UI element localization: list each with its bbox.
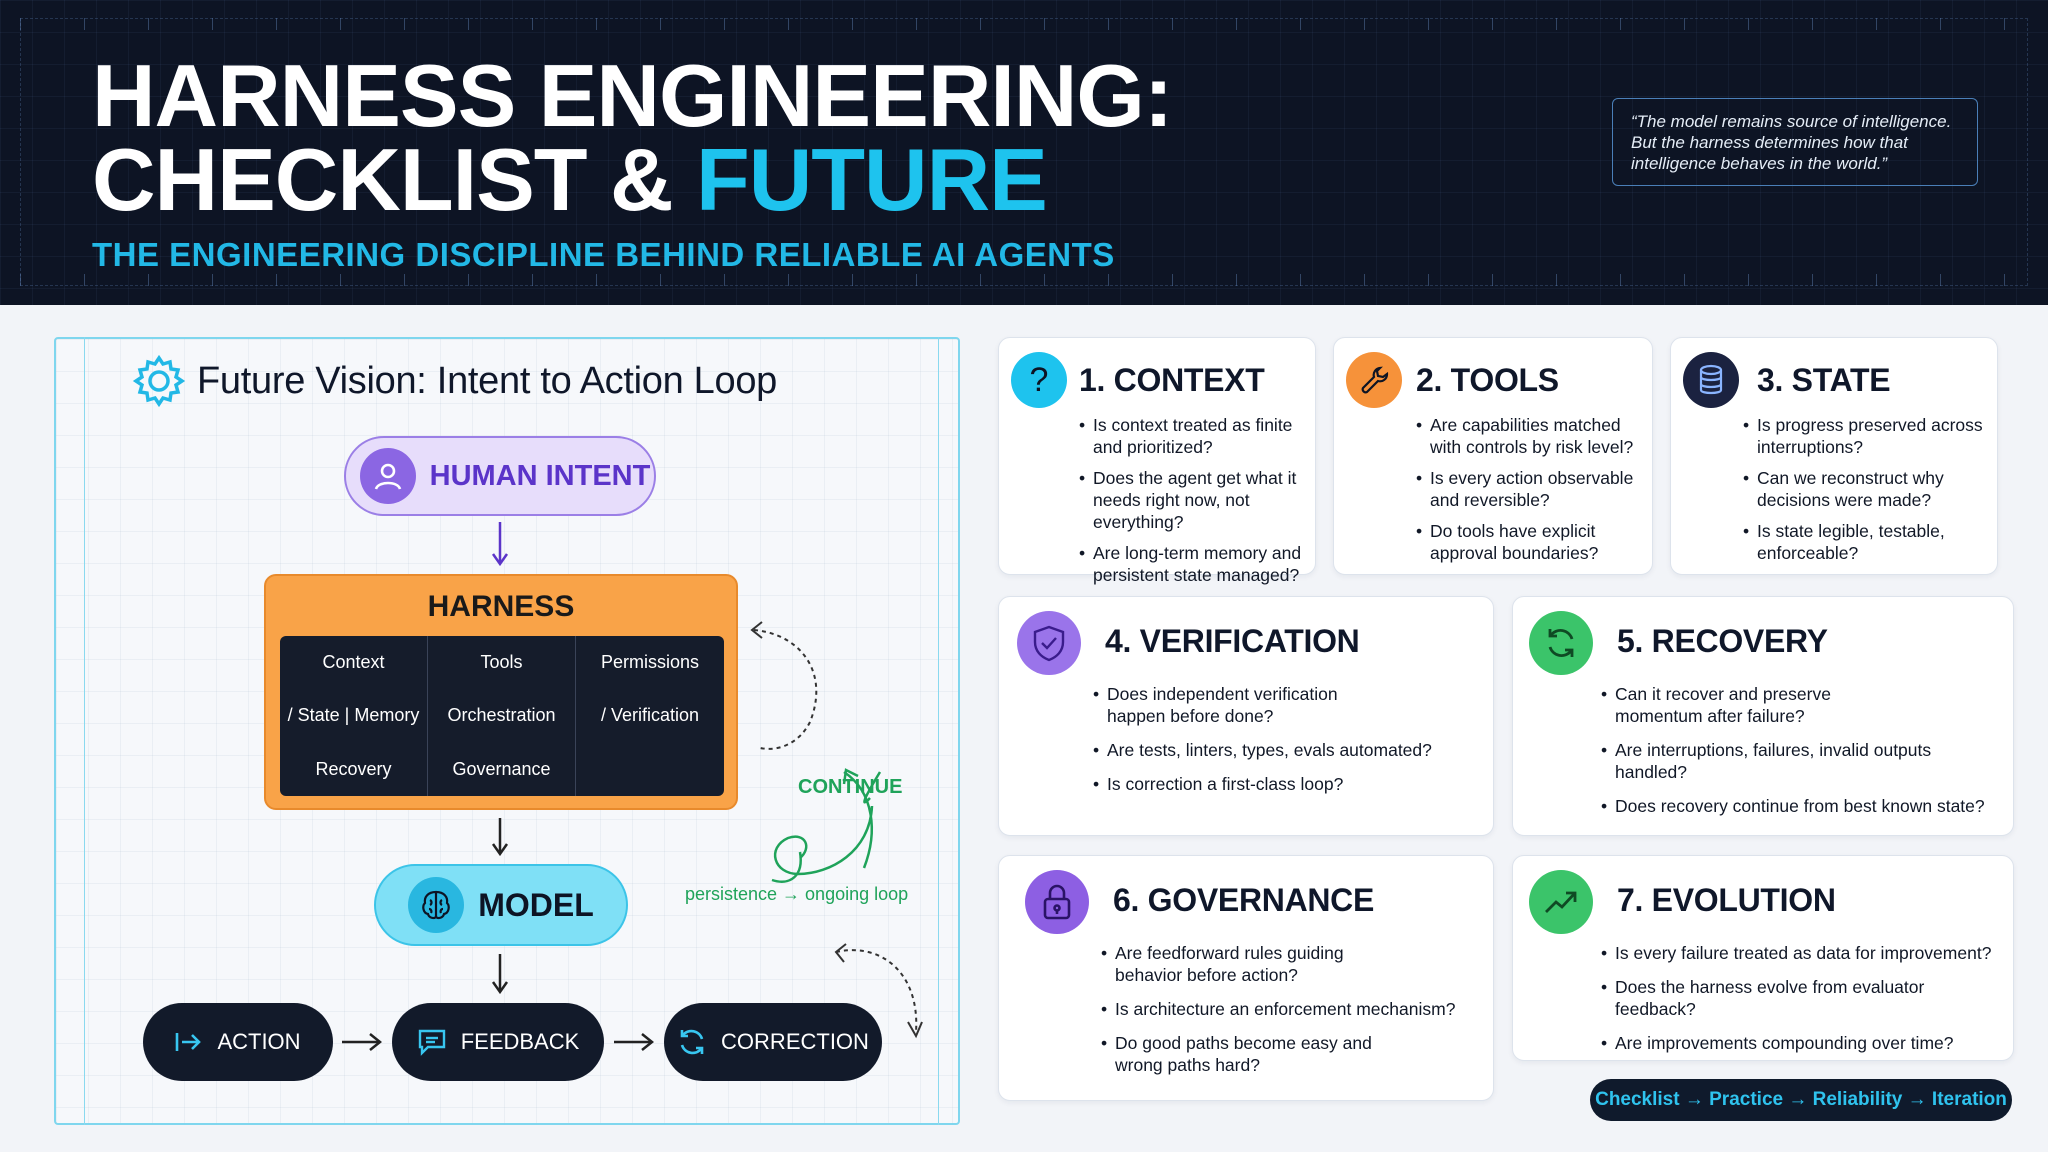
action-label: ACTION <box>217 1029 301 1054</box>
continue-label: CONTINUE <box>798 776 903 798</box>
harness-cell: Orchestration <box>428 689 576 743</box>
harness-title: HARNESS <box>427 590 575 623</box>
checklist-item: Are long-term memory and persistent stat… <box>1079 542 1311 586</box>
harness-block: HARNESS Context Tools Permissions / Stat… <box>264 574 738 810</box>
checklist-item: Does the agent get what it needs right n… <box>1079 467 1311 533</box>
page-title-line1: HARNESS ENGINEERING: <box>92 46 1173 145</box>
loop-arrows <box>750 621 923 1039</box>
card-title: 1. CONTEXT <box>1079 362 1265 398</box>
card-governance: 6. GOVERNANCE Are feedforward rules guid… <box>998 855 1494 1101</box>
checklist-item: Is every failure treated as data for imp… <box>1601 942 2003 964</box>
checklist-item: Can it recover and preserve momentum aft… <box>1601 683 1921 727</box>
footer-tagline: Checklist → Practice → Reliability → Ite… <box>1590 1079 2012 1121</box>
harness-cell <box>576 743 724 796</box>
card-checklist: Does independent verification happen bef… <box>1093 683 1483 807</box>
header-frame <box>20 18 2028 286</box>
checklist-item: Is state legible, testable, enforceable? <box>1743 520 1983 564</box>
checklist-item: Are capabilities matched with controls b… <box>1416 414 1648 458</box>
checklist-item: Can we reconstruct why decisions were ma… <box>1743 467 1983 511</box>
wrench-icon <box>1346 352 1402 408</box>
action-node: ACTION <box>143 1003 333 1081</box>
page-title-line2: CHECKLIST & FUTURE <box>92 136 1048 224</box>
card-checklist: Is progress preserved across interruptio… <box>1743 414 1983 573</box>
card-title: 2. TOOLS <box>1416 362 1559 398</box>
card-checklist: Are capabilities matched with controls b… <box>1416 414 1648 573</box>
arrow-down-icon <box>491 522 509 567</box>
arrow-down-icon <box>491 818 509 857</box>
shield-check-icon <box>1017 611 1081 675</box>
card-checklist: Can it recover and preserve momentum aft… <box>1601 683 2003 829</box>
model-node: MODEL <box>374 864 628 946</box>
trend-up-icon <box>1529 870 1593 934</box>
harness-components-grid: Context Tools Permissions / State | Memo… <box>280 636 724 796</box>
diagram-title: Future Vision: Intent to Action Loop <box>197 360 778 402</box>
checklist-item: Does recovery continue from best known s… <box>1601 795 2003 817</box>
header-ruler-top <box>20 18 2028 30</box>
model-label: MODEL <box>478 886 594 923</box>
checklist-item: Do tools have explicit approval boundari… <box>1416 520 1648 564</box>
card-title: 5. RECOVERY <box>1617 623 1828 659</box>
panel-guide-left <box>84 337 85 1125</box>
checklist-item: Is correction a first-class loop? <box>1093 773 1483 795</box>
checklist-item: Is progress preserved across interruptio… <box>1743 414 1983 458</box>
brain-icon <box>408 877 465 933</box>
refresh-icon <box>680 1029 704 1055</box>
harness-cell: Governance <box>428 742 576 796</box>
page-title-accent: FUTURE <box>696 130 1048 229</box>
checklist-item: Are tests, linters, types, evals automat… <box>1093 739 1483 761</box>
feedback-label: FEEDBACK <box>460 1029 580 1054</box>
card-checklist: Are feedforward rules guiding behavior b… <box>1101 942 1481 1088</box>
checklist-item: Is architecture an enforcement mechanism… <box>1101 998 1481 1020</box>
harness-cell: Recovery <box>280 742 428 796</box>
checklist-item: Does the harness evolve from evaluator f… <box>1601 976 2003 1020</box>
card-state: 3. STATE Is progress preserved across in… <box>1670 337 1998 575</box>
feedback-node: FEEDBACK <box>392 1003 604 1081</box>
card-recovery: 5. RECOVERY Can it recover and preserve … <box>1512 596 2014 836</box>
harness-cell: Permissions <box>600 652 700 673</box>
gear-icon <box>132 354 186 408</box>
arrow-right-icon <box>176 1033 202 1051</box>
header-ruler-bottom <box>20 274 2028 286</box>
chat-icon <box>418 1029 445 1056</box>
card-checklist: Is every failure treated as data for imp… <box>1601 942 2003 1066</box>
card-verification: 4. VERIFICATION Does independent verific… <box>998 596 1494 836</box>
quote-box: “The model remains source of intelligenc… <box>1612 98 1978 186</box>
harness-cell: Context <box>280 636 428 690</box>
human-intent-node: HUMAN INTENT <box>344 436 656 516</box>
panel-guide-right <box>938 337 939 1125</box>
card-title: 6. GOVERNANCE <box>1113 882 1375 918</box>
card-context: ? 1. CONTEXT Is context treated as finit… <box>998 337 1316 585</box>
arrow-down-icon <box>491 954 509 995</box>
checklist-item: Is every action observable and reversibl… <box>1416 467 1648 511</box>
header-banner: HARNESS ENGINEERING: CHECKLIST & FUTURE … <box>0 0 2048 305</box>
checklist-item: Does independent verification happen bef… <box>1093 683 1393 727</box>
checklist-item: Are improvements compounding over time? <box>1601 1032 2003 1054</box>
card-title: 7. EVOLUTION <box>1617 882 1836 918</box>
persistence-label: persistence → ongoing loop <box>685 884 909 904</box>
checklist-item: Is context treated as finite and priorit… <box>1079 414 1311 458</box>
card-title: 3. STATE <box>1757 362 1891 398</box>
correction-node: CORRECTION <box>664 1003 882 1081</box>
card-tools: 2. TOOLS Are capabilities matched with c… <box>1333 337 1653 575</box>
harness-cell: Tools <box>428 636 576 690</box>
card-evolution: 7. EVOLUTION Is every failure treated as… <box>1512 855 2014 1061</box>
page-title-line2-plain: CHECKLIST & <box>92 130 696 229</box>
person-icon <box>359 448 416 504</box>
checklist-item: Are interruptions, failures, invalid out… <box>1601 739 2003 783</box>
harness-cell: / Verification <box>600 705 700 726</box>
arrow-right-icon <box>342 1033 383 1051</box>
checklist-item: Do good paths become easy and wrong path… <box>1101 1032 1401 1076</box>
card-title: 4. VERIFICATION <box>1105 623 1360 659</box>
question-icon: ? <box>1011 352 1067 408</box>
arrow-right-icon <box>614 1033 655 1051</box>
page-subtitle: THE ENGINEERING DISCIPLINE BEHIND RELIAB… <box>92 236 1115 273</box>
checklist-item: Are feedforward rules guiding behavior b… <box>1101 942 1401 986</box>
card-checklist: Is context treated as finite and priorit… <box>1079 414 1311 595</box>
refresh-icon <box>1529 611 1593 675</box>
lock-icon <box>1025 870 1089 934</box>
database-icon <box>1683 352 1739 408</box>
correction-label: CORRECTION <box>721 1029 869 1054</box>
harness-cell: / State | Memory <box>280 689 428 743</box>
human-intent-label: HUMAN INTENT <box>429 459 651 492</box>
